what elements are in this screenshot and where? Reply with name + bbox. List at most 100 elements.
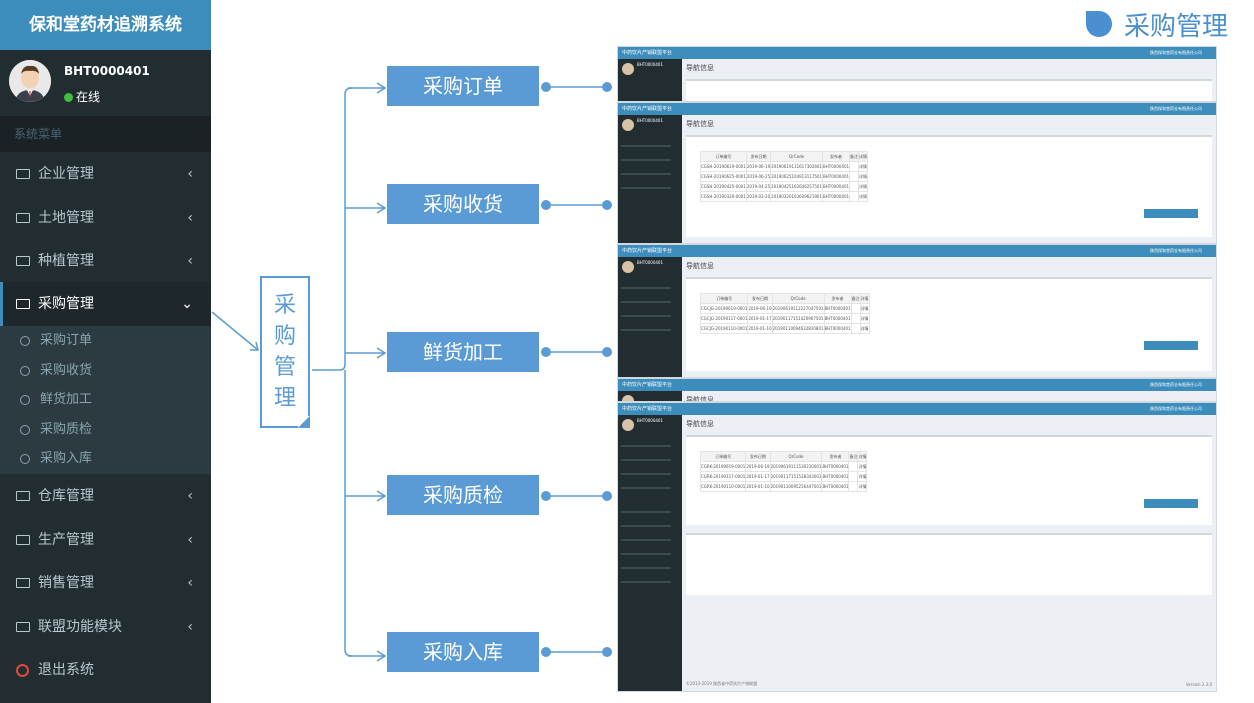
table-cell bbox=[848, 481, 859, 492]
col-header: 订单编号 bbox=[700, 151, 747, 162]
sidebar-item-enterprise[interactable]: 企业管理‹ bbox=[0, 152, 211, 196]
table-cell: BHT0000401 bbox=[823, 313, 852, 324]
table-cell: CGSH-20190625-0001 bbox=[700, 171, 747, 182]
submenu-item-inspection[interactable]: 采购质检 bbox=[0, 415, 211, 445]
screen-topbar: 中药饮片产销联盟平台 陕西保和堂药业有限责任公司 bbox=[618, 379, 1216, 391]
table-cell bbox=[850, 313, 861, 324]
submenu-item-processing[interactable]: 鲜货加工 bbox=[0, 385, 211, 415]
list-icon bbox=[16, 299, 30, 309]
table-cell: 20190117151420967501 bbox=[771, 313, 825, 324]
col-header: 发布者 bbox=[823, 293, 852, 304]
circle-icon bbox=[20, 394, 30, 405]
detail-button[interactable]: 详情 bbox=[859, 323, 870, 334]
screen-version: Version 2.3.0 bbox=[1185, 682, 1212, 687]
page-fold-icon bbox=[298, 416, 310, 428]
screen-pagination[interactable] bbox=[1144, 209, 1198, 218]
logout-button[interactable]: 退出系统 bbox=[0, 648, 211, 692]
table-cell: 20190619112227047501 bbox=[771, 303, 825, 314]
col-header: 发布日期 bbox=[745, 151, 772, 162]
app-brand[interactable]: 保和堂药材追溯系统 bbox=[0, 0, 211, 50]
screen-company: 陕西保和堂药业有限责任公司 bbox=[1150, 382, 1202, 387]
sidebar-item-purchase[interactable]: 采购管理⌄ bbox=[0, 282, 211, 326]
table-cell: BHT0000401 bbox=[823, 323, 852, 334]
sidebar-item-warehouse[interactable]: 仓库管理‹ bbox=[0, 474, 211, 518]
detail-button[interactable]: 详情 bbox=[857, 471, 868, 482]
screenshot-purchase-order: 中药饮片产销联盟平台 陕西保和堂药业有限责任公司 BHT0000401 导航信息 bbox=[617, 46, 1217, 102]
table-cell: BHT0000401 bbox=[821, 471, 850, 482]
sidebar-item-alliance[interactable]: 联盟功能模块‹ bbox=[0, 605, 211, 649]
screen-footer: ©2013-2019 陕西省中药饮片产销联盟 bbox=[686, 681, 758, 686]
power-icon bbox=[16, 663, 29, 677]
col-header: 订单编号 bbox=[699, 293, 749, 304]
detail-button[interactable]: 详情 bbox=[858, 161, 869, 172]
table-cell: 2019-03-20 bbox=[745, 191, 772, 202]
table-cell: 20190110095256447001 bbox=[769, 481, 823, 492]
screen-nav-title: 导航信息 bbox=[686, 64, 714, 72]
table-cell: 2019-06-19 bbox=[745, 461, 771, 472]
table-cell bbox=[848, 471, 859, 482]
table-cell: CGRK-20190110-0001 bbox=[699, 481, 747, 492]
avatar-image bbox=[9, 60, 51, 102]
sidebar-item-planting[interactable]: 种植管理‹ bbox=[0, 239, 211, 283]
screen-pagination[interactable] bbox=[1144, 341, 1198, 350]
node-purchase-warehousing: 采购入库 bbox=[387, 632, 539, 672]
submenu-item-order[interactable]: 采购订单 bbox=[0, 326, 211, 356]
table-cell: BHT0000401 bbox=[822, 171, 851, 182]
screen-avatar bbox=[622, 261, 634, 273]
purchase-submenu: 采购订单 采购收货 鲜货加工 采购质检 采购入库 bbox=[0, 326, 211, 474]
detail-button[interactable]: 详情 bbox=[859, 313, 870, 324]
table-cell bbox=[849, 161, 860, 172]
submenu-item-receipt[interactable]: 采购收货 bbox=[0, 356, 211, 386]
table-cell: 2019-06-25 bbox=[745, 171, 772, 182]
table-cell: BHT0000401 bbox=[822, 181, 851, 192]
list-icon bbox=[16, 213, 30, 223]
sidebar-item-land[interactable]: 土地管理‹ bbox=[0, 196, 211, 240]
col-header: QrCode bbox=[769, 451, 823, 462]
screen-pagination[interactable] bbox=[1144, 499, 1198, 508]
table-cell: CGSH-20190320-0001 bbox=[700, 191, 747, 202]
chevron-left-icon: ‹ bbox=[187, 488, 193, 504]
detail-button[interactable]: 详情 bbox=[859, 303, 870, 314]
screen-content: 导航信息 bbox=[682, 59, 1216, 101]
screen-company: 陕西保和堂药业有限责任公司 bbox=[1150, 50, 1202, 55]
screen-topbar: 中药饮片产销联盟平台陕西保和堂药业有限责任公司 bbox=[618, 245, 1216, 257]
sidebar-item-label: 销售管理 bbox=[38, 575, 94, 591]
screen-platform-title: 中药饮片产销联盟平台 bbox=[622, 106, 673, 112]
col-header: 发布者 bbox=[821, 451, 850, 462]
node-purchase-receipt: 采购收货 bbox=[387, 184, 539, 224]
submenu-item-label: 鲜货加工 bbox=[40, 392, 93, 407]
screen-avatar bbox=[622, 119, 634, 131]
screen-avatar bbox=[622, 395, 634, 401]
table-cell bbox=[850, 303, 861, 314]
col-header: 发布日期 bbox=[747, 293, 773, 304]
detail-button[interactable]: 详情 bbox=[858, 191, 869, 202]
col-header: 详情 bbox=[857, 451, 868, 462]
table-cell: CGRK-20190117-0001 bbox=[699, 471, 747, 482]
sidebar-item-production[interactable]: 生产管理‹ bbox=[0, 518, 211, 562]
col-header: QrCode bbox=[771, 293, 825, 304]
screen-platform-title: 中药饮片产销联盟平台 bbox=[622, 50, 673, 56]
screen-detail-box bbox=[686, 533, 1212, 595]
screen-user: BHT0000401 bbox=[637, 62, 664, 67]
detail-button[interactable]: 详情 bbox=[857, 481, 868, 492]
screen-platform-title: 中药饮片产销联盟平台 bbox=[622, 382, 673, 388]
detail-button[interactable]: 详情 bbox=[857, 461, 868, 472]
user-name: BHT0000401 bbox=[64, 64, 150, 78]
detail-button[interactable]: 详情 bbox=[858, 171, 869, 182]
screen-content: 导航信息 bbox=[682, 391, 1216, 401]
node-fresh-processing: 鲜货加工 bbox=[387, 332, 539, 372]
col-header: 发布者 bbox=[822, 151, 851, 162]
sidebar-item-label: 土地管理 bbox=[38, 210, 94, 226]
sidebar-item-sales[interactable]: 销售管理‹ bbox=[0, 561, 211, 605]
screen-sidebar: BHT0000401 bbox=[618, 415, 682, 691]
table-cell: 20190117151528343001 bbox=[769, 471, 823, 482]
detail-button[interactable]: 详情 bbox=[858, 181, 869, 192]
sidebar-arrow bbox=[211, 311, 259, 351]
table-cell: 20190625104913117501 bbox=[770, 171, 824, 182]
list-icon bbox=[16, 622, 30, 632]
submenu-item-warehousing[interactable]: 采购入库 bbox=[0, 444, 211, 474]
center-label-char: 理 bbox=[273, 386, 296, 411]
